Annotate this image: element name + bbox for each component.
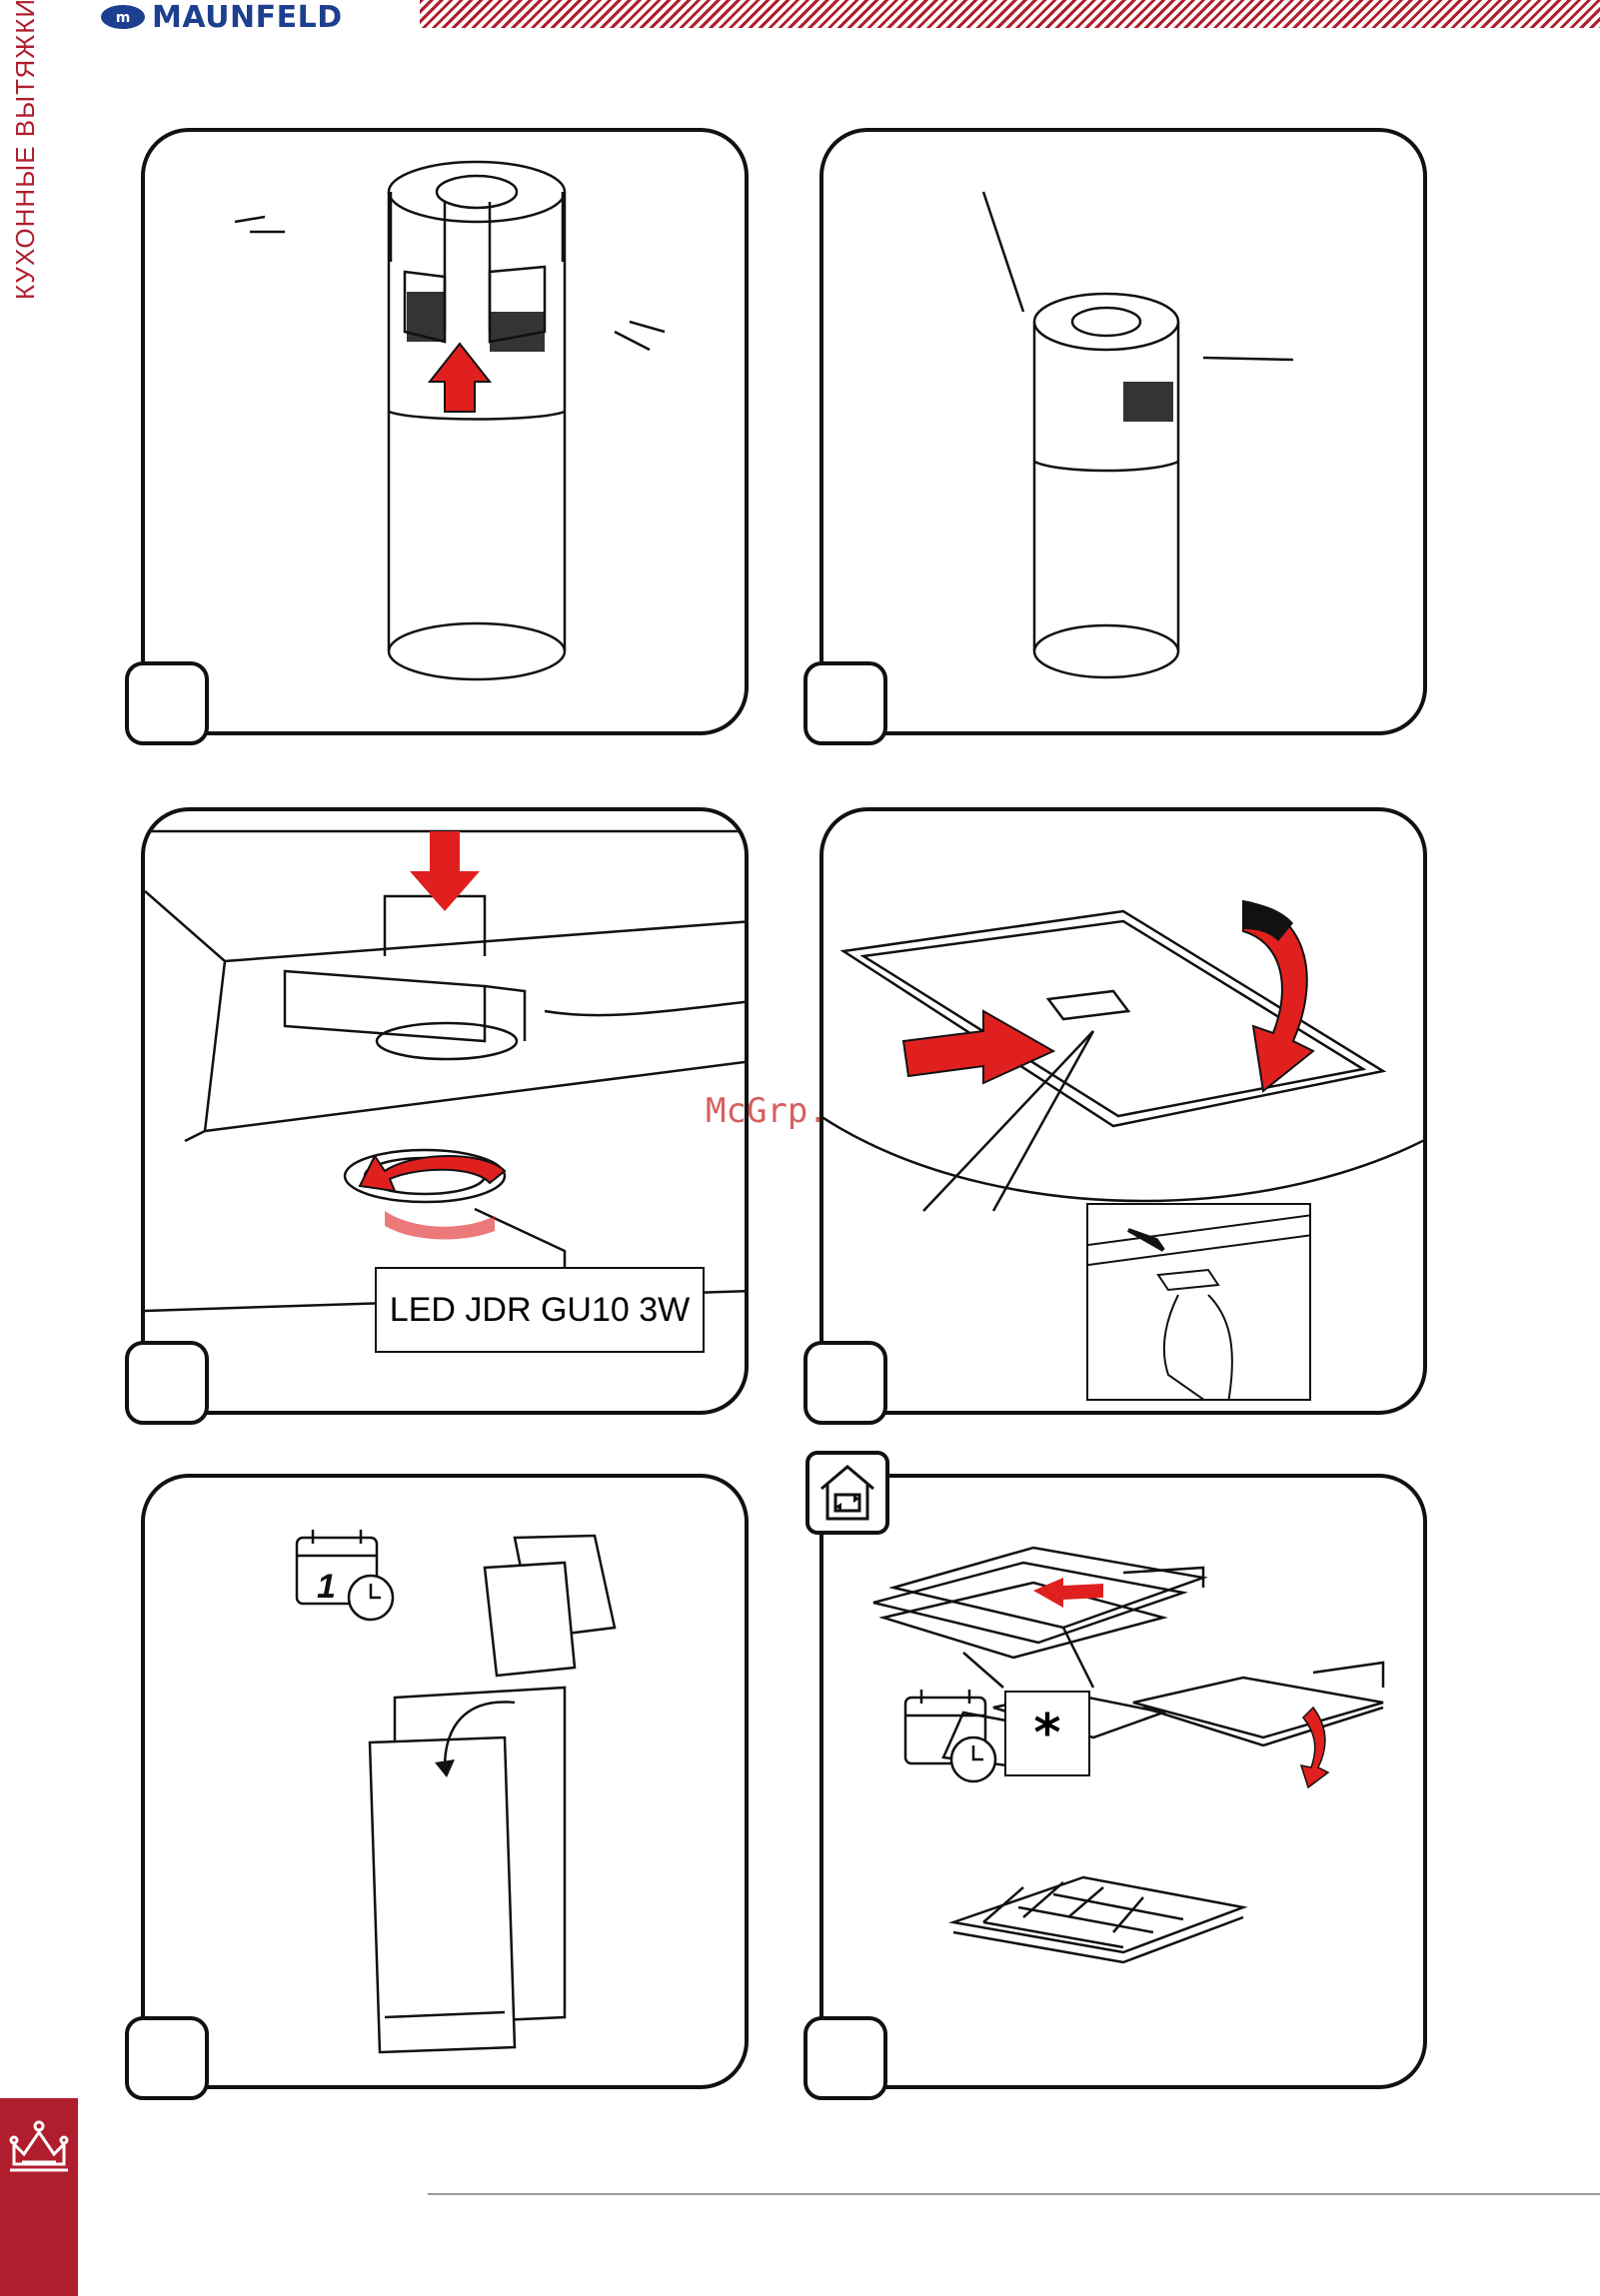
step-number-box-5 bbox=[125, 2016, 209, 2100]
section-side-label: КУХОННЫЕ ВЫТЯЖКИ bbox=[10, 0, 41, 300]
brand-logo: m MAUNFELD bbox=[100, 0, 343, 34]
rotate-arrow-icon bbox=[360, 1156, 505, 1191]
brand-side-bar bbox=[0, 2098, 78, 2296]
led-spec-label: LED JDR GU10 3W bbox=[375, 1267, 705, 1353]
down-arrow-icon bbox=[410, 831, 480, 911]
step-number-box-1 bbox=[125, 661, 209, 745]
calendar-clock-icon bbox=[297, 1530, 393, 1620]
up-arrow-icon bbox=[430, 344, 490, 412]
house-recirculation-icon bbox=[805, 1451, 889, 1535]
step-number-box-6 bbox=[803, 2016, 887, 2100]
calendar-digit: 1 bbox=[317, 1568, 336, 1606]
step-number-box-2 bbox=[803, 661, 887, 745]
footer-rule bbox=[428, 2193, 1600, 2195]
step-number-box-4 bbox=[803, 1341, 887, 1425]
step-panel-carbon-filter bbox=[819, 1474, 1427, 2089]
svg-text:m: m bbox=[116, 10, 131, 26]
crown-icon bbox=[0, 2098, 78, 2188]
slide-arrow-icon bbox=[1033, 1578, 1103, 1608]
asterisk-note-box: * bbox=[1004, 1691, 1090, 1776]
step-number-box-3 bbox=[125, 1341, 209, 1425]
maunfeld-logo-icon: m bbox=[100, 3, 146, 31]
brand-name: MAUNFELD bbox=[152, 0, 343, 35]
header-hatch-band bbox=[420, 0, 1600, 28]
step-panel-chimney-insert bbox=[141, 128, 749, 735]
step-panel-dishwasher-wash: 1 bbox=[141, 1474, 749, 2089]
filter-latch-detail bbox=[1086, 1203, 1311, 1401]
calendar-clock-icon-2 bbox=[905, 1690, 995, 1781]
step-panel-top-bracket bbox=[819, 128, 1427, 735]
